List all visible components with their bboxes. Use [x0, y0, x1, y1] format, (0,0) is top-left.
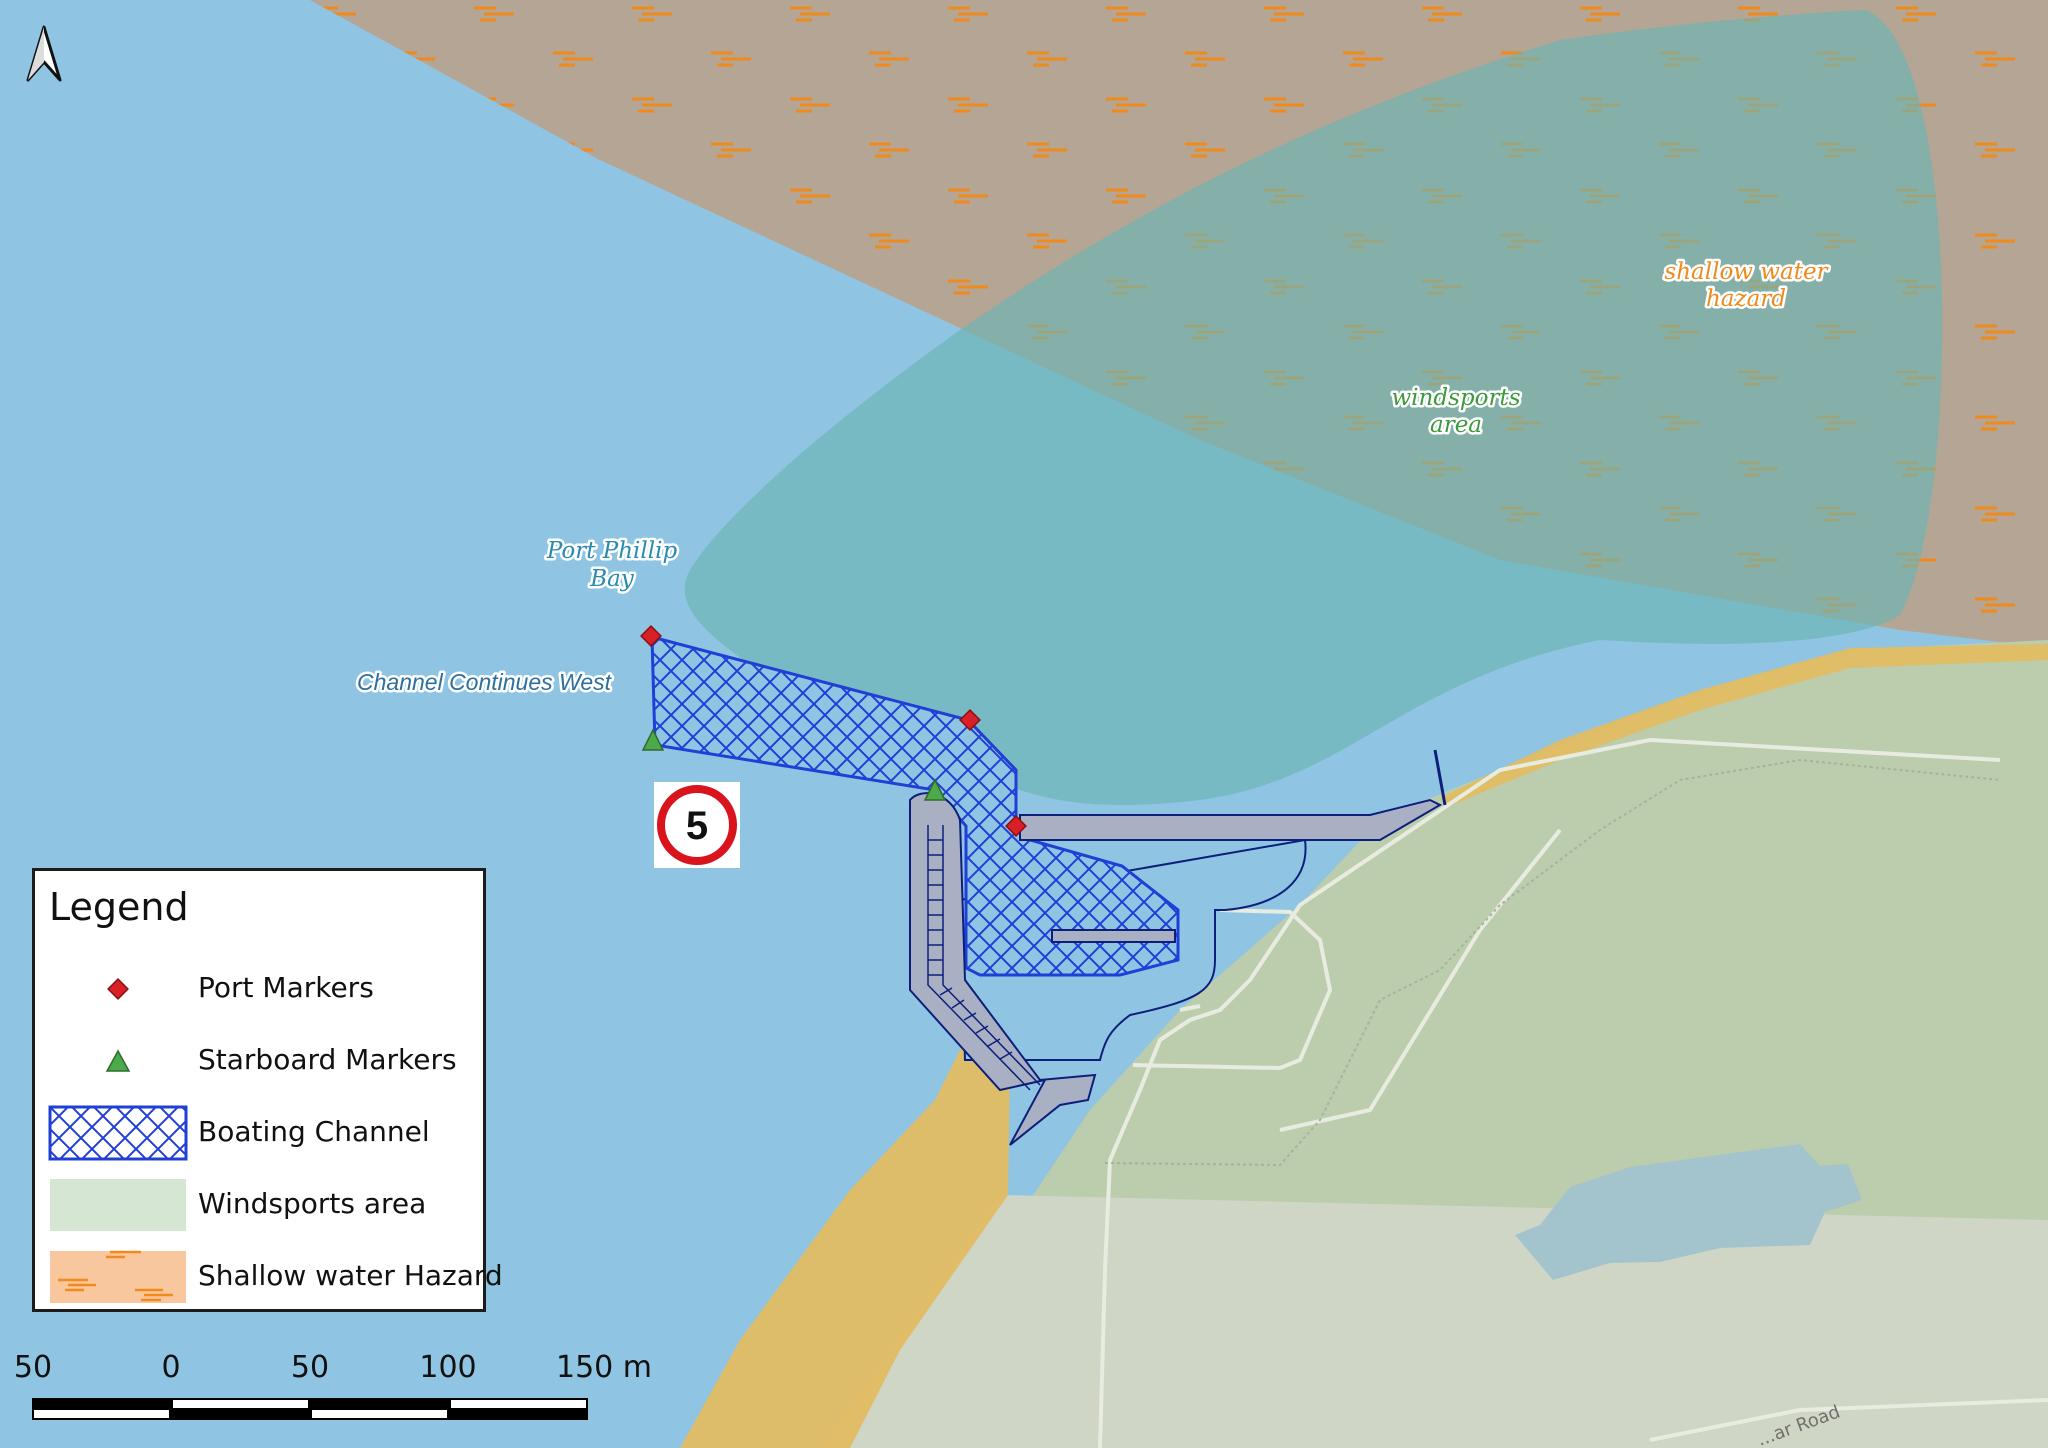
legend-label: Port Markers: [198, 971, 374, 1004]
speed-limit-sign: 5: [654, 782, 740, 868]
label-channel-continues-west: Channel Continues West: [357, 669, 613, 695]
legend: Legend Port Markers Starboard Markers Bo…: [32, 868, 503, 1312]
starboard-marker[interactable]: [923, 778, 947, 801]
roads: [1098, 737, 2048, 1448]
beach-area: [680, 644, 2048, 1448]
legend-item-port-markers: Port Markers: [35, 961, 483, 1019]
green-triangle-icon: [105, 1049, 131, 1072]
scale-tick: 50: [290, 1350, 330, 1385]
jetties: [909, 749, 1447, 1146]
crosshatch-swatch-icon: [48, 1105, 188, 1161]
jetty-ladder: [927, 825, 1041, 1091]
port-markers: [640, 625, 1027, 837]
scale-bar-graphic: [32, 1398, 588, 1420]
label-windsports-area-2: area: [1430, 412, 1482, 438]
red-diamond-icon: [107, 978, 129, 1000]
paths-dotted: [1104, 758, 2001, 1167]
label-port-phillip-bay-2: Bay: [589, 566, 635, 592]
scale-tick: 50: [13, 1350, 53, 1385]
scale-tick: 150 m: [555, 1350, 653, 1385]
windsports-area: [684, 10, 1943, 806]
legend-title: Legend: [49, 885, 189, 929]
label-port-phillip-bay: Port Phillip: [546, 538, 678, 564]
speed-limit-value: 5: [686, 804, 708, 848]
legend-label: Starboard Markers: [198, 1043, 457, 1076]
starboard-markers: [641, 728, 947, 801]
scale-tick: 100: [419, 1350, 477, 1385]
legend-item-windsports-area: Windsports area: [35, 1177, 483, 1235]
green-fill-swatch-icon: [50, 1179, 186, 1231]
scale-bar: 50 0 50 100 150 m: [0, 1350, 700, 1440]
legend-label: Shallow water Hazard: [198, 1259, 503, 1292]
legend-item-boating-channel: Boating Channel: [35, 1105, 483, 1163]
legend-label: Windsports area: [198, 1187, 427, 1220]
label-shallow-water-hazard: shallow water: [1664, 259, 1829, 285]
port-marker[interactable]: [959, 709, 981, 731]
label-shallow-water-hazard-2: hazard: [1706, 286, 1786, 312]
north-arrow-icon: [26, 25, 62, 82]
label-windsports-area: windsports: [1392, 385, 1521, 411]
hazard-dash-swatch-icon: [50, 1250, 186, 1303]
legend-item-starboard-markers: Starboard Markers: [35, 1033, 483, 1091]
inland-lake: [1515, 1144, 1862, 1280]
legend-label: Boating Channel: [198, 1115, 430, 1148]
port-marker[interactable]: [1005, 815, 1027, 837]
scale-tick: 0: [161, 1350, 181, 1385]
legend-item-shallow-water-hazard: Shallow water Hazard: [35, 1249, 503, 1307]
port-marker[interactable]: [640, 625, 662, 647]
starboard-marker[interactable]: [641, 728, 665, 751]
